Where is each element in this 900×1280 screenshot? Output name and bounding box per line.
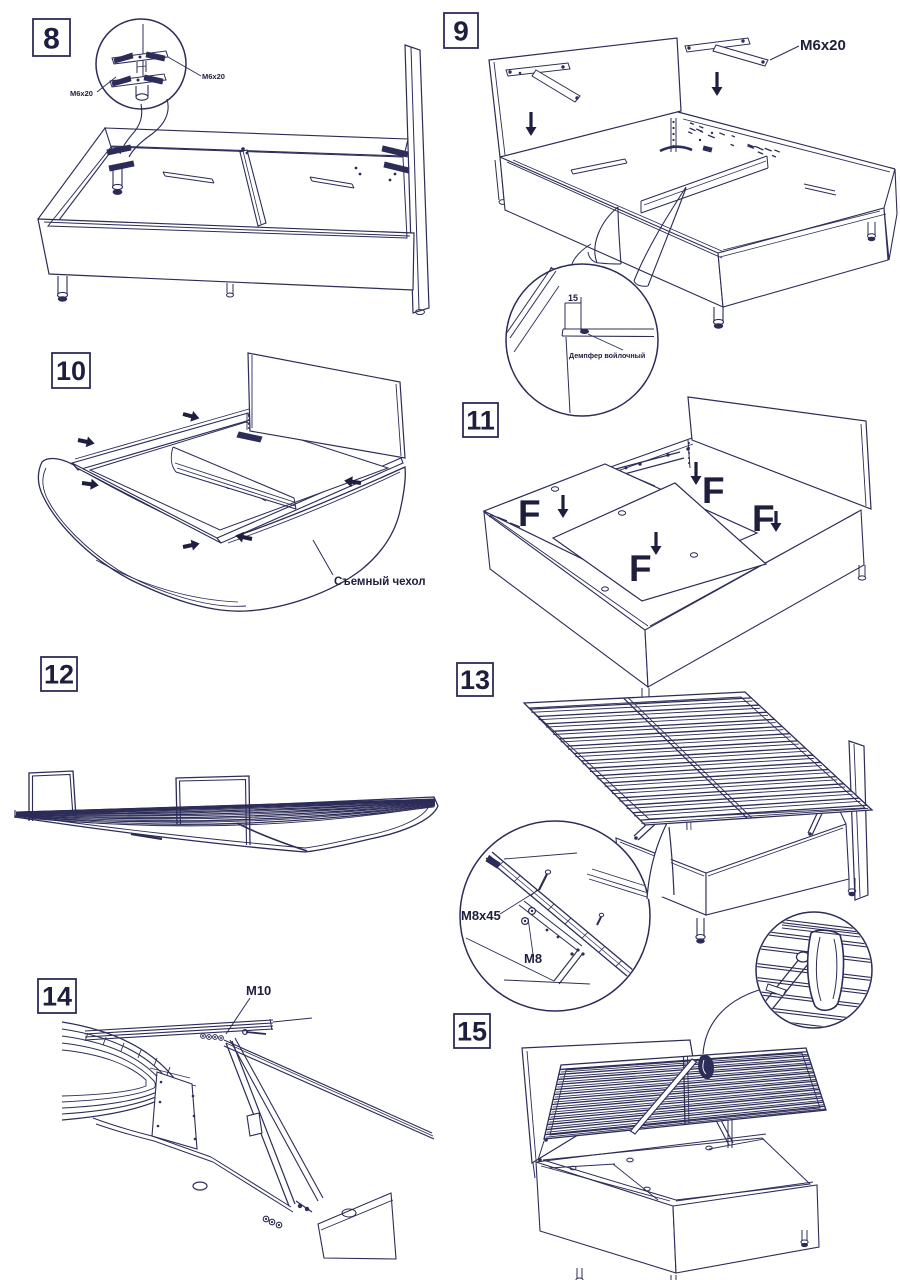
svg-text:8: 8 [43, 22, 60, 55]
svg-text:10: 10 [56, 356, 86, 386]
svg-text:15: 15 [457, 1017, 487, 1047]
svg-text:М6х20: М6х20 [202, 72, 225, 81]
svg-text:Съемный чехол: Съемный чехол [334, 576, 426, 588]
svg-text:M6x20: M6x20 [800, 37, 846, 54]
svg-text:11: 11 [466, 406, 495, 436]
svg-text:9: 9 [453, 16, 469, 47]
svg-text:15: 15 [568, 293, 578, 303]
svg-text:13: 13 [460, 665, 490, 695]
svg-text:14: 14 [42, 982, 72, 1012]
svg-text:M10: M10 [246, 983, 271, 998]
svg-text:М6х20: М6х20 [70, 89, 93, 98]
svg-text:12: 12 [44, 660, 74, 690]
svg-text:F: F [752, 498, 775, 539]
svg-text:F: F [629, 548, 652, 589]
svg-text:M8: M8 [524, 951, 542, 966]
svg-text:M8x45: M8x45 [461, 908, 501, 923]
svg-text:Демпфер войлочный: Демпфер войлочный [569, 351, 645, 360]
svg-text:F: F [518, 493, 541, 534]
svg-text:F: F [702, 470, 725, 511]
